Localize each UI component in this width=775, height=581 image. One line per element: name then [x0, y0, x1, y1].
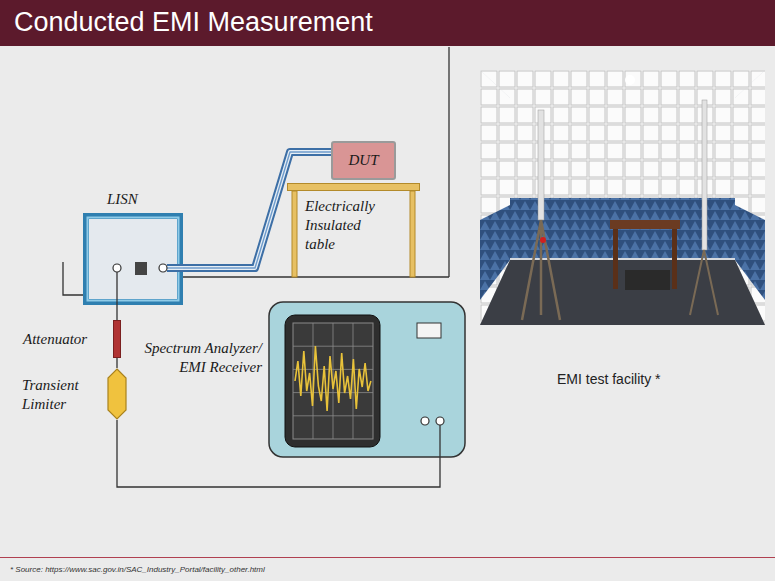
- analyzer-label: Spectrum Analyzer/ EMI Receiver: [142, 339, 262, 377]
- wire-path: [116, 305, 117, 320]
- lisn-core: [135, 262, 147, 275]
- text-holder: Transient Limiter: [22, 376, 94, 414]
- attenuator-label: Attenuator: [23, 330, 87, 349]
- text-holder: Attenuator: [23, 330, 87, 349]
- table-label: Electrically Insulated table: [305, 197, 393, 253]
- attenuator-symbol: Attenuator: [113, 320, 121, 358]
- lisn-box: LISN: [83, 213, 183, 305]
- terminal: [113, 264, 121, 272]
- title-bar: Conducted EMI Measurement: [0, 0, 775, 46]
- limiter-label: Transient Limiter: [22, 376, 94, 414]
- limiter-hexagon: [108, 369, 126, 419]
- lisn-frame-inner: [88, 218, 179, 301]
- photo-caption: EMI test facility *: [557, 371, 660, 387]
- table-top: [288, 184, 420, 191]
- label-holder: EMI test facility *: [557, 371, 660, 387]
- lisn-drawing: [83, 213, 183, 305]
- analyzer-screen: [285, 315, 380, 447]
- chamber-photo: [480, 70, 765, 325]
- analyzer-drawing: [268, 301, 466, 458]
- text-holder: Spectrum Analyzer/ EMI Receiver: [142, 339, 262, 377]
- text-holder: Electrically Insulated table: [305, 197, 393, 253]
- wire-path: [116, 358, 117, 368]
- dut-label: DUT: [348, 151, 378, 170]
- wire: [117, 305, 118, 320]
- dut-box: DUT: [331, 141, 396, 180]
- label-holder: * Source: https://www.sac.gov.in/SAC_Ind…: [10, 565, 265, 574]
- wall-line: [448, 47, 449, 277]
- floor-line: [183, 276, 449, 277]
- wire: [117, 358, 118, 368]
- knob: [436, 417, 444, 425]
- lisn-label: LISN: [107, 190, 138, 209]
- waveform: [295, 346, 371, 411]
- lisn-frame: [86, 216, 180, 302]
- ground-line: [63, 262, 83, 295]
- transient-limiter-symbol: Transient Limiter: [107, 368, 127, 420]
- terminal: [159, 264, 167, 272]
- cable-gap: [167, 266, 183, 270]
- cable-core: [167, 267, 183, 268]
- limiter-drawing: [107, 368, 127, 420]
- grid-lines: [293, 323, 373, 439]
- analyzer-case: [269, 302, 465, 457]
- slide-title: Conducted EMI Measurement: [14, 6, 373, 38]
- text-holder: LISN: [107, 190, 138, 209]
- source-note: * Source: https://www.sac.gov.in/SAC_Ind…: [10, 565, 265, 574]
- footer-rule: [0, 557, 775, 558]
- spectrum-analyzer: Spectrum Analyzer/ EMI Receiver: [268, 301, 466, 458]
- table-leg: [410, 191, 415, 277]
- wire: [116, 272, 117, 305]
- cable-outer: [167, 264, 183, 272]
- insulated-table: Electrically Insulated table: [287, 183, 420, 277]
- table-leg: [292, 191, 297, 277]
- wire: [439, 425, 440, 458]
- screen-grid: [293, 323, 373, 439]
- display-window: [417, 323, 441, 338]
- knob: [421, 417, 429, 425]
